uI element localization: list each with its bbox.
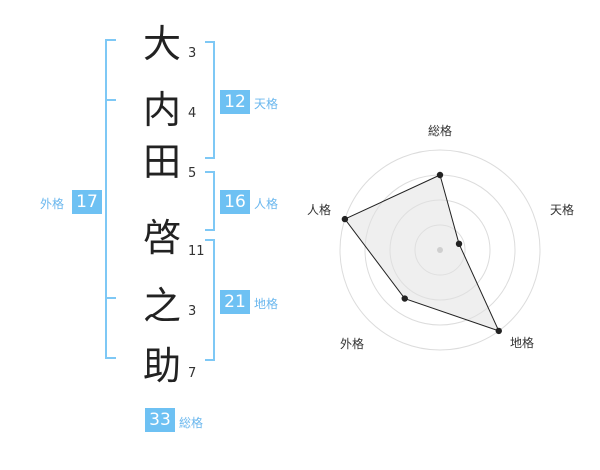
- soukaku-label: 総格: [179, 416, 204, 430]
- stroke-count-5: 3: [188, 304, 197, 319]
- stroke-count-6: 7: [188, 366, 197, 381]
- chikaku-bracket: [205, 239, 215, 361]
- radar-point: [401, 295, 408, 302]
- stroke-count-4: 11: [188, 244, 205, 259]
- jinkaku-label: 人格: [254, 197, 279, 211]
- radar-label-tenkaku: 天格: [550, 203, 575, 217]
- radar-grid-ring: [339, 149, 541, 351]
- stroke-count-2: 4: [188, 106, 197, 121]
- name-char-4: 啓: [142, 216, 181, 260]
- chikaku-label: 地格: [254, 297, 279, 311]
- radar-series-area: [344, 174, 500, 332]
- tenkaku-label: 天格: [254, 97, 279, 111]
- stroke-count-1: 3: [188, 46, 197, 61]
- radar-label-soukaku: 総格: [428, 124, 453, 138]
- name-char-6: 助: [142, 344, 181, 388]
- radar-center-dot: [437, 247, 443, 253]
- radar-label-jinkaku: 人格: [307, 203, 332, 217]
- name-char-3: 田: [142, 140, 181, 184]
- radar-point: [341, 215, 349, 223]
- jinkaku-badge: 16: [220, 190, 250, 214]
- jinkaku-bracket: [205, 171, 215, 231]
- radar-point: [455, 240, 463, 248]
- soukaku-badge: 33: [145, 408, 175, 432]
- radar-label-chikaku: 地格: [510, 336, 535, 350]
- name-char-2: 内: [142, 88, 181, 132]
- radar-point: [495, 327, 502, 335]
- gaikaku-label: 外格: [40, 197, 65, 211]
- tenkaku-badge: 12: [220, 90, 250, 114]
- stroke-count-3: 5: [188, 166, 197, 181]
- radar-point: [436, 171, 444, 179]
- chikaku-badge: 21: [220, 290, 250, 314]
- name-char-5: 之: [142, 284, 181, 328]
- gaikaku-badge: 17: [72, 190, 102, 214]
- name-char-1: 大: [142, 22, 181, 66]
- gaikaku-bracket: [105, 39, 116, 359]
- tenkaku-bracket: [205, 41, 215, 159]
- radar-label-gaikaku: 外格: [340, 337, 365, 351]
